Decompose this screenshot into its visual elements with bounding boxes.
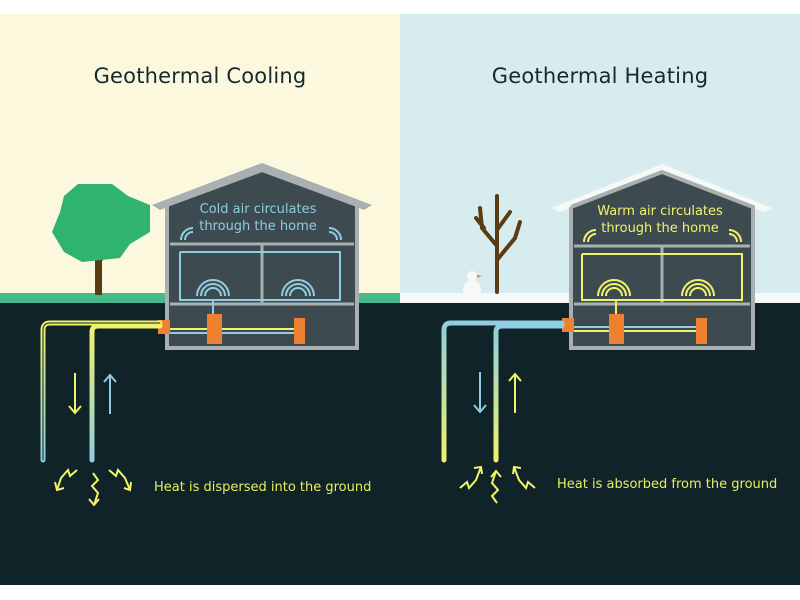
cooling-house: [152, 163, 372, 350]
heating-house: [552, 164, 772, 350]
cooling-title: Geothermal Cooling: [93, 64, 307, 88]
pump-icon: [609, 314, 624, 344]
pump-icon: [696, 318, 707, 344]
arrow-down-icon: [68, 373, 82, 415]
pump-icon: [207, 314, 222, 344]
heating-title: Geothermal Heating: [491, 64, 709, 88]
heating-ground-loop: [441, 320, 565, 463]
air-wave-icon: [583, 229, 742, 297]
heating-ground-caption: Heat is absorbed from the ground: [557, 477, 778, 492]
air-wave-icon: [180, 227, 342, 297]
cooling-ground-loop: [40, 320, 163, 463]
arrow-down-icon: [473, 372, 487, 414]
arrow-up-icon: [103, 373, 117, 414]
tree-icon: [52, 184, 150, 295]
cooling-house-caption: Cold air circulates through the home: [199, 202, 317, 234]
heat-squiggle-icon: [54, 468, 132, 507]
snowman-icon: [463, 271, 482, 298]
bare-tree-icon: [474, 194, 522, 294]
heating-house-caption: Warm air circulates through the home: [597, 204, 723, 236]
pump-icon: [562, 318, 574, 332]
arrow-up-icon: [508, 372, 522, 413]
cooling-ground-caption: Heat is dispersed into the ground: [154, 480, 372, 495]
heat-squiggle-icon: [459, 465, 536, 504]
pump-icon: [294, 318, 305, 344]
